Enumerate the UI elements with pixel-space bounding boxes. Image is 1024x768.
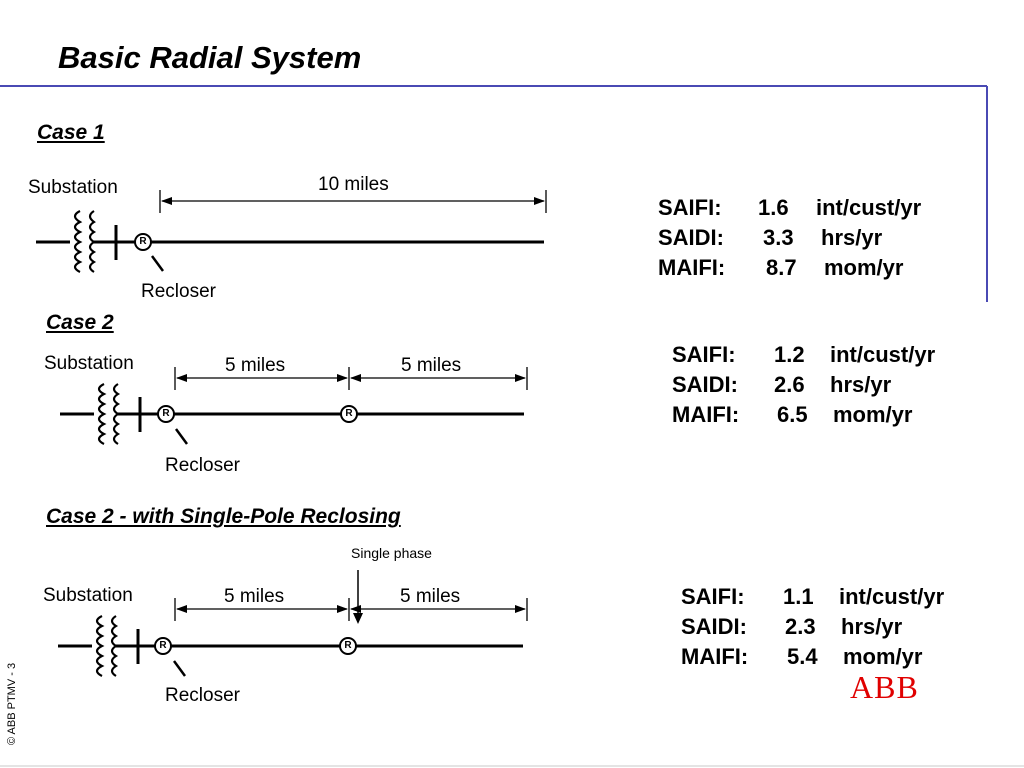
case-3-substation-label: Substation [43, 585, 133, 606]
recloser-pointer [172, 660, 187, 677]
recloser-icon [157, 405, 175, 423]
case-1-arrow-right [534, 197, 545, 205]
case-2-segment-2-label: 5 miles [401, 355, 462, 376]
arrow [337, 605, 348, 613]
case-2-segment-1-label: 5 miles [225, 355, 286, 376]
arrow [515, 605, 526, 613]
transformer-icon [36, 210, 116, 273]
recloser-icon [154, 637, 172, 655]
case-3-segment-2-label: 5 miles [400, 586, 461, 607]
case-3-title: Case 2 - with Single-Pole Reclosing [46, 505, 401, 528]
transformer-icon [60, 383, 140, 445]
footer-copyright: © ABB PTMV - 3 [6, 662, 18, 745]
case-1-substation-label: Substation [28, 177, 118, 198]
case-3-segment-1-label: 5 miles [224, 586, 285, 607]
arrow [350, 605, 361, 613]
case-3-recloser-label: Recloser [165, 685, 240, 706]
recloser-symbol: R [162, 408, 170, 419]
transformer-icon [58, 615, 138, 677]
case-2-title: Case 2 [46, 311, 114, 334]
case-3-dimension [174, 598, 528, 621]
case-1-arrow-left [161, 197, 172, 205]
recloser-symbol: R [139, 236, 147, 247]
arrow [350, 374, 361, 382]
recloser-icon [340, 405, 358, 423]
arrow [176, 605, 187, 613]
case-1-recloser-label: Recloser [141, 281, 216, 302]
recloser-symbol: R [345, 408, 353, 419]
case-2-recloser-label: Recloser [165, 455, 240, 476]
arrow [515, 374, 526, 382]
page-title: Basic Radial System [58, 40, 362, 75]
case-1-title: Case 1 [37, 121, 105, 144]
arrow [337, 374, 348, 382]
recloser-symbol: R [344, 640, 352, 651]
recloser-pointer [150, 255, 165, 272]
case-1-dimension [159, 190, 547, 213]
case-2-substation-label: Substation [44, 353, 134, 374]
recloser-icon [134, 233, 152, 251]
case-1-segment-label: 10 miles [318, 174, 389, 195]
single-phase-arrowhead [353, 613, 363, 624]
case-2-dimension [174, 367, 528, 390]
single-phase-annotation: Single phase [351, 545, 432, 561]
recloser-pointer [174, 428, 189, 445]
arrow [176, 374, 187, 382]
recloser-symbol: R [159, 640, 167, 651]
abb-logo: ABB [850, 669, 919, 705]
recloser-icon [339, 637, 357, 655]
